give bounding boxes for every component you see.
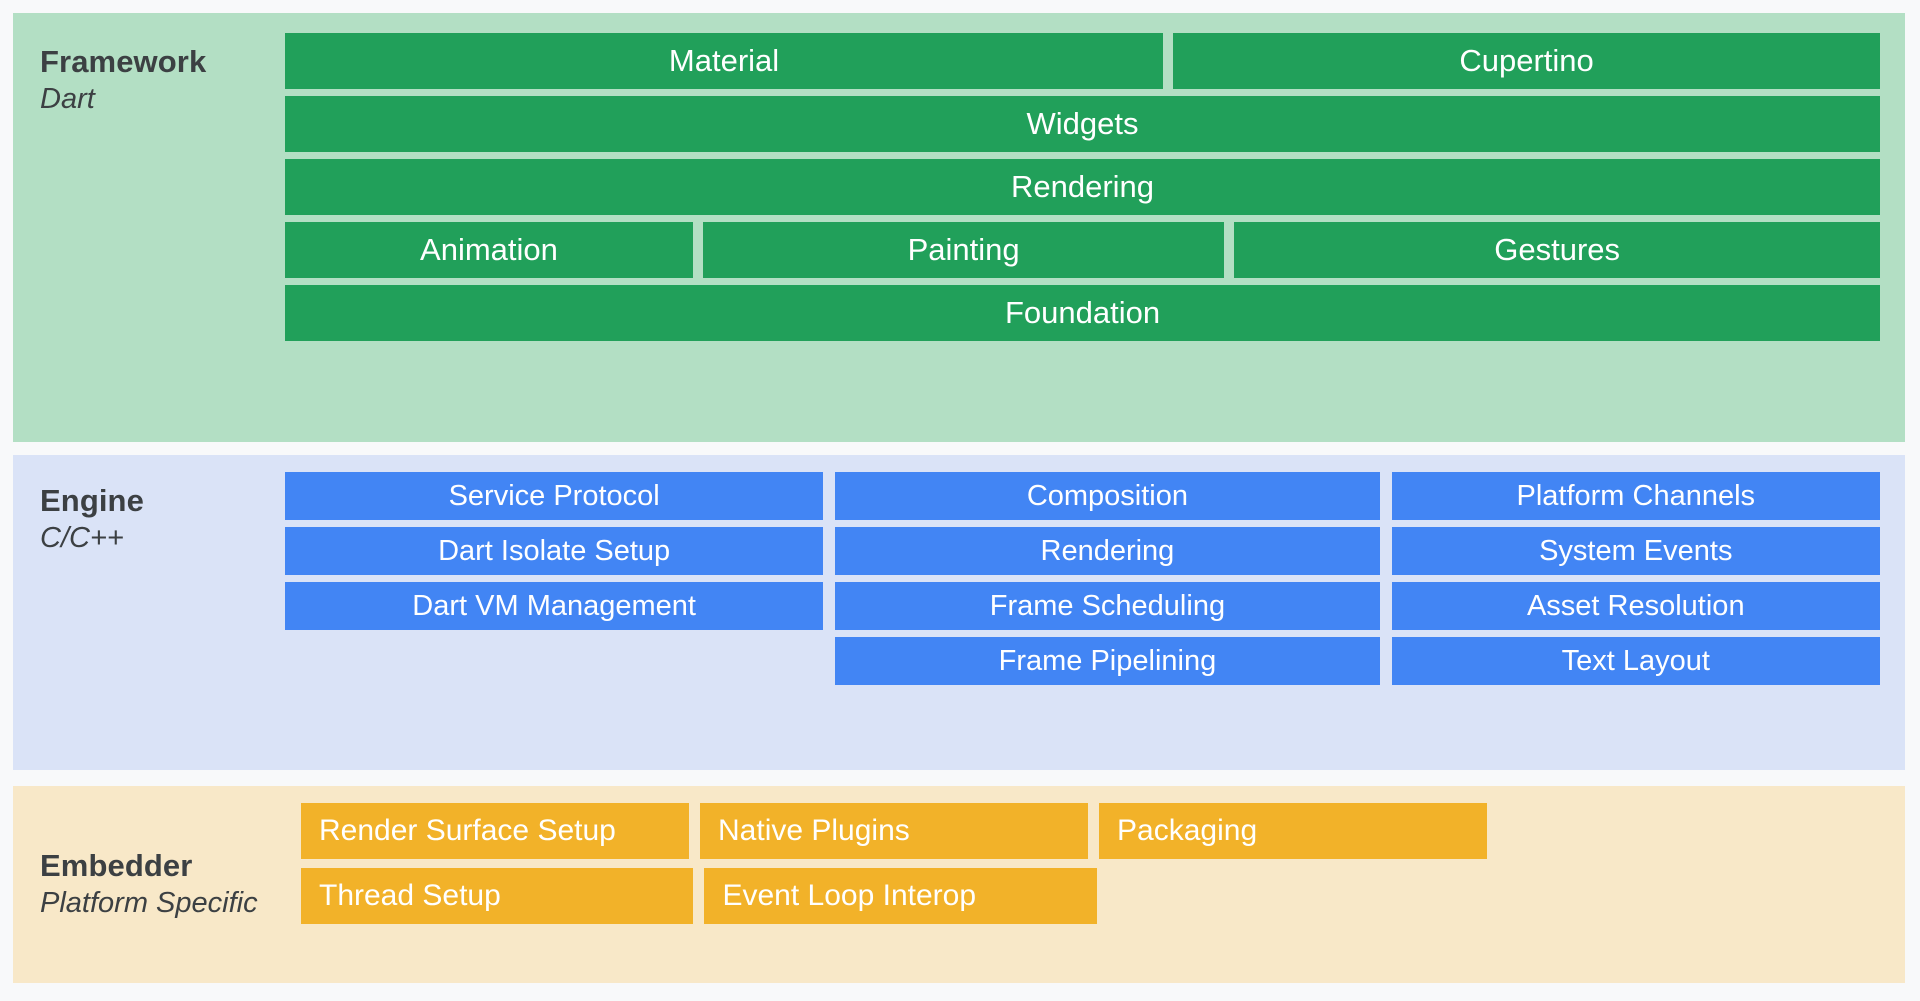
grid-spacer	[285, 637, 823, 685]
layer-subtitle-engine: C/C++	[40, 521, 124, 554]
component-box-rendering-engine[interactable]: Rendering	[835, 527, 1380, 575]
layer-boxes-embedder: Render Surface Setup Native Plugins Pack…	[285, 803, 1880, 924]
layer-band-engine: Engine C/C++ Service Protocol Compositio…	[13, 455, 1905, 770]
component-box-render-surface-setup[interactable]: Render Surface Setup	[301, 803, 690, 859]
layer-title-engine: Engine	[40, 483, 144, 518]
layer-subtitle-framework: Dart	[40, 82, 95, 115]
box-row: Foundation	[285, 285, 1880, 341]
component-box-frame-pipelining[interactable]: Frame Pipelining	[835, 637, 1380, 685]
layer-label-embedder: Embedder Platform Specific	[13, 847, 285, 921]
box-row: Dart Isolate Setup Rendering System Even…	[285, 527, 1880, 575]
layer-title-framework: Framework	[40, 44, 207, 79]
component-box-foundation[interactable]: Foundation	[285, 285, 1880, 341]
component-box-animation[interactable]: Animation	[285, 222, 693, 278]
layer-boxes-framework: Material Cupertino Widgets Rendering Ani…	[285, 33, 1880, 341]
box-row: Service Protocol Composition Platform Ch…	[285, 472, 1880, 520]
component-box-platform-channels[interactable]: Platform Channels	[1391, 472, 1880, 520]
layer-boxes-engine: Service Protocol Composition Platform Ch…	[285, 472, 1880, 685]
component-box-thread-setup[interactable]: Thread Setup	[301, 868, 694, 924]
component-box-packaging[interactable]: Packaging	[1099, 803, 1488, 859]
box-row: Rendering	[285, 159, 1880, 215]
box-row: Widgets	[285, 96, 1880, 152]
component-box-system-events[interactable]: System Events	[1391, 527, 1880, 575]
component-box-cupertino[interactable]: Cupertino	[1173, 33, 1880, 89]
component-box-frame-scheduling[interactable]: Frame Scheduling	[835, 582, 1380, 630]
box-row: Animation Painting Gestures	[285, 222, 1880, 278]
layer-band-framework: Framework Dart Material Cupertino Widget…	[13, 13, 1905, 442]
component-box-material[interactable]: Material	[285, 33, 1164, 89]
component-box-native-plugins[interactable]: Native Plugins	[700, 803, 1089, 859]
layer-label-framework: Framework Dart	[13, 33, 285, 117]
component-box-widgets[interactable]: Widgets	[285, 96, 1880, 152]
component-box-painting[interactable]: Painting	[702, 222, 1225, 278]
box-row: Thread Setup Event Loop Interop	[301, 868, 1880, 924]
box-row: Render Surface Setup Native Plugins Pack…	[301, 803, 1880, 859]
component-box-event-loop-interop[interactable]: Event Loop Interop	[704, 868, 1097, 924]
component-box-text-layout[interactable]: Text Layout	[1391, 637, 1880, 685]
grid-spacer	[1493, 868, 1880, 924]
component-box-service-protocol[interactable]: Service Protocol	[285, 472, 824, 520]
layer-label-engine: Engine C/C++	[13, 472, 285, 556]
component-box-composition[interactable]: Composition	[835, 472, 1380, 520]
box-row: Material Cupertino	[285, 33, 1880, 89]
grid-spacer	[1108, 868, 1482, 924]
layer-subtitle-embedder: Platform Specific	[40, 886, 258, 919]
layer-band-embedder: Embedder Platform Specific Render Surfac…	[13, 786, 1905, 983]
component-box-dart-vm-management[interactable]: Dart VM Management	[285, 582, 824, 630]
component-box-rendering-framework[interactable]: Rendering	[285, 159, 1880, 215]
box-row: Dart VM Management Frame Scheduling Asse…	[285, 582, 1880, 630]
box-row: Frame Pipelining Text Layout	[285, 637, 1880, 685]
grid-spacer	[1498, 803, 1880, 859]
component-box-asset-resolution[interactable]: Asset Resolution	[1391, 582, 1880, 630]
component-box-gestures[interactable]: Gestures	[1234, 222, 1880, 278]
component-box-dart-isolate-setup[interactable]: Dart Isolate Setup	[285, 527, 824, 575]
layer-title-embedder: Embedder	[40, 847, 193, 883]
